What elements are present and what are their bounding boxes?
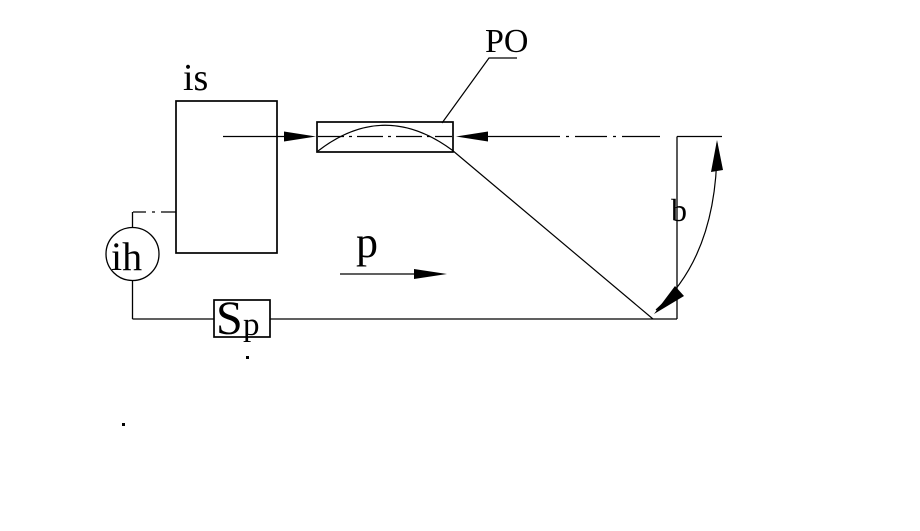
- b-arc-arrowhead-top: [711, 140, 723, 172]
- lens-arc-and-diagonal-ray: [317, 124, 654, 320]
- sp-label-main: S: [216, 292, 243, 345]
- sp-label-subscript: p: [243, 307, 260, 343]
- ih-label: ih: [111, 234, 142, 279]
- is-source-box: [175, 100, 278, 254]
- arrowhead-into-lens-left: [284, 131, 316, 142]
- po-label: PO: [485, 23, 528, 60]
- stray-dot-lower-left: [122, 423, 125, 426]
- p-flow-label: p: [356, 218, 378, 267]
- is-label: is: [183, 57, 208, 99]
- b-arc-arrowhead-bottom: [654, 286, 684, 314]
- po-leader-line: [441, 57, 517, 124]
- stray-dot-below-sp: [246, 356, 249, 359]
- p-flow-arrowhead: [414, 269, 447, 279]
- b-angle-label: b: [671, 192, 687, 228]
- arrowhead-into-lens-right: [456, 131, 488, 142]
- po-lens-box: [316, 121, 454, 153]
